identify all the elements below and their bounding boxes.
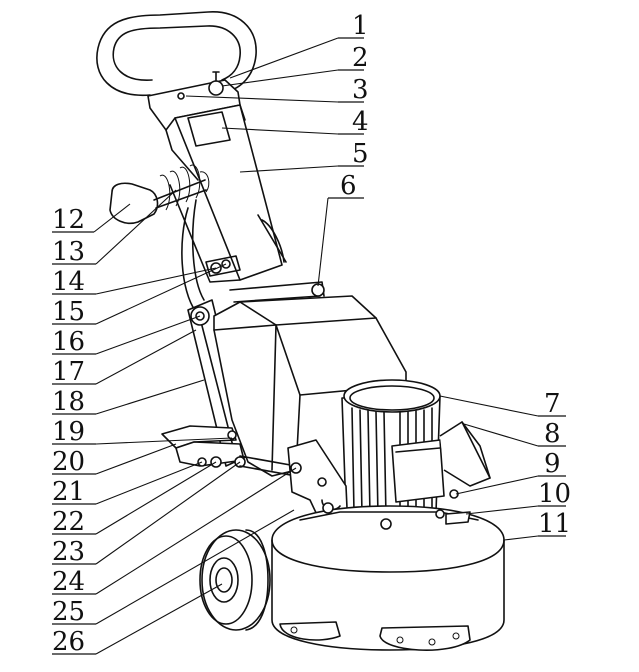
callout-14: 14: [52, 267, 85, 297]
leader-9: [455, 475, 539, 495]
leader-22: [95, 461, 217, 535]
callout-19: 19: [52, 417, 85, 447]
leader-19: [95, 437, 233, 445]
callout-25: 25: [52, 597, 85, 627]
leader-4: [221, 127, 339, 135]
callout-26: 26: [52, 627, 85, 657]
leader-20: [95, 443, 177, 475]
callouts-right: 1 2 3 4 5 6 7 8 9 10 11: [328, 11, 571, 539]
callout-2: 2: [352, 43, 369, 73]
callout-6: 6: [340, 171, 357, 201]
callout-24: 24: [52, 567, 85, 597]
leader-17: [95, 329, 197, 385]
callout-18: 18: [52, 387, 85, 417]
leader-14: [95, 267, 217, 295]
callout-23: 23: [52, 537, 85, 567]
callout-16: 16: [52, 327, 85, 357]
callout-13: 13: [52, 237, 85, 267]
grinding-deck: [271, 489, 505, 651]
leader-23: [95, 461, 241, 565]
callout-4: 4: [352, 107, 369, 137]
callout-9: 9: [544, 449, 561, 479]
leader-26: [95, 583, 223, 655]
leader-16: [95, 315, 201, 355]
gearbox-housing: [213, 283, 407, 477]
bracket-bolt: [177, 92, 185, 100]
callout-1: 1: [352, 11, 369, 41]
leader-5: [239, 165, 339, 173]
leader-18: [95, 379, 205, 415]
callout-8: 8: [544, 419, 561, 449]
leader-1: [229, 37, 339, 79]
handle-bracket: [147, 71, 246, 181]
callout-10: 10: [538, 479, 571, 509]
leader-13: [95, 189, 177, 265]
callout-20: 20: [52, 447, 85, 477]
callout-12: 12: [52, 205, 85, 235]
leader-lines: [93, 37, 539, 655]
handle-loop: [96, 11, 257, 96]
leader-3: [185, 95, 339, 103]
label-plate: [187, 111, 231, 147]
control-knob: [109, 182, 159, 225]
leader-6: [317, 197, 329, 287]
callouts-left: 12 13 14 15 16 17 18 19 20 21 22 23 24 2…: [52, 205, 96, 657]
handle-column: [169, 104, 287, 283]
callout-5: 5: [352, 139, 369, 169]
leader-12: [93, 203, 131, 233]
motor-top-cap: [343, 379, 441, 413]
bracket-bolt-19: [227, 430, 237, 440]
motor: [341, 379, 491, 521]
callout-3: 3: [352, 75, 369, 105]
handle-pivot-bolt: [208, 80, 224, 96]
motor-junction-box: [391, 439, 445, 503]
wheel-hub: [209, 557, 239, 603]
callout-7: 7: [544, 389, 561, 419]
leader-8: [463, 423, 539, 447]
callout-11: 11: [538, 509, 571, 539]
leader-24: [95, 467, 297, 595]
speed-knob-assembly: [109, 164, 210, 225]
leader-25: [95, 509, 295, 625]
wheel: [199, 529, 271, 631]
leader-7: [439, 395, 539, 417]
grinder-machine-drawing: [96, 11, 505, 651]
leader-21: [95, 461, 203, 505]
callout-22: 22: [52, 507, 85, 537]
callout-21: 21: [52, 477, 85, 507]
leader-2: [221, 69, 339, 87]
callout-17: 17: [52, 357, 85, 387]
callout-15: 15: [52, 297, 85, 327]
leader-11: [503, 535, 539, 541]
leader-15: [95, 263, 227, 325]
leader-10: [465, 505, 539, 515]
